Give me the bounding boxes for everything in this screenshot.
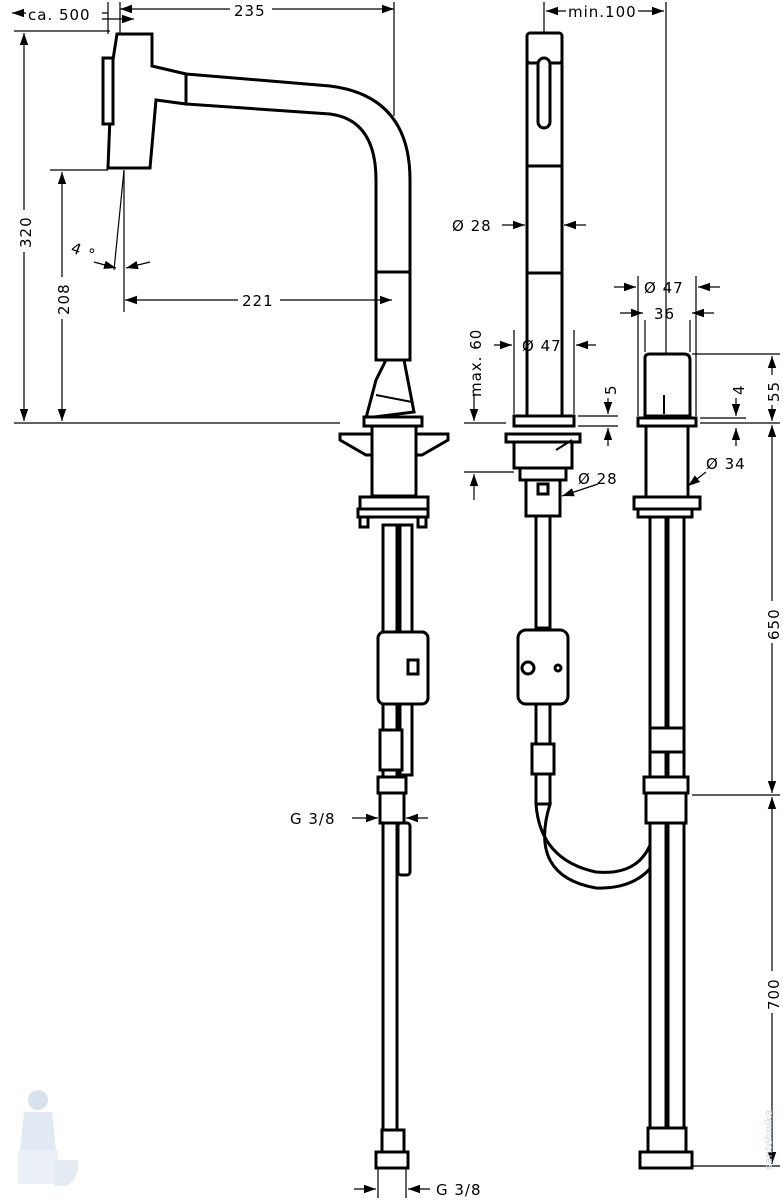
dim-hose-length-650: 650 <box>765 608 783 640</box>
pull-out-hose-weight <box>396 821 412 877</box>
hose-left <box>381 523 399 1157</box>
valve-box <box>376 630 430 706</box>
dim-rosette-diameter-left: Ø 47 <box>522 337 562 355</box>
dim-rosette-height-left: 5 <box>602 384 620 395</box>
dim-spout-height: 208 <box>55 283 73 315</box>
lever-thread-fitting <box>642 775 690 795</box>
hose-fitting-lower <box>380 1128 406 1154</box>
hose-fitting-upper <box>378 728 404 772</box>
dim-spout-width: 235 <box>234 2 266 20</box>
spray-button <box>101 56 115 126</box>
watermark-logo <box>18 1090 79 1186</box>
dim-handle-width: 36 <box>654 305 675 323</box>
spray-head <box>106 32 188 170</box>
lever-hose-left <box>648 515 668 1167</box>
dim-rosette-height-right: 4 <box>730 384 748 395</box>
lever-nut <box>632 495 702 511</box>
spray-slot <box>536 56 552 130</box>
dim-hole-diameter-right: Ø 34 <box>706 455 746 473</box>
dim-thread-upper: G 3/8 <box>290 810 336 828</box>
dim-hose-length-700: 700 <box>765 978 783 1010</box>
lever-hose-right <box>666 515 686 1167</box>
lever-shank <box>644 424 690 500</box>
side-spray-hose <box>534 514 552 630</box>
faucet-body <box>363 358 416 420</box>
dim-handle-height: 55 <box>765 381 783 402</box>
faucet-side-view <box>101 32 450 1170</box>
dim-min-spacing: min.100 <box>568 3 637 21</box>
lever-handle-view <box>632 352 702 1170</box>
lever-bottom-fitting <box>638 1150 694 1170</box>
side-spray-view <box>504 31 669 890</box>
dim-angle: 4 ° <box>69 239 98 264</box>
side-spray-rosette <box>512 414 576 428</box>
dim-rosette-diameter-right: Ø 47 <box>644 279 684 297</box>
thread-fitting-left <box>376 775 408 795</box>
lever-handle <box>643 352 692 418</box>
dim-total-height: 320 <box>17 216 35 248</box>
nut-upper <box>358 495 430 511</box>
mounting-shank <box>370 424 418 498</box>
watermark-text: santehnika <box>762 1110 775 1170</box>
spout <box>184 72 412 362</box>
thread-fitting-bottom <box>374 1150 410 1170</box>
side-spray-fitting <box>530 742 556 776</box>
dim-thread-lower: G 3/8 <box>436 1181 482 1199</box>
dim-max-thickness: max. 60 <box>467 329 485 397</box>
dim-spout-projection: 221 <box>242 292 274 310</box>
dim-hole-diameter-left: Ø 28 <box>578 470 618 488</box>
dim-reach: ca. 500 <box>28 6 91 24</box>
dim-body-diameter: Ø 28 <box>452 217 492 235</box>
